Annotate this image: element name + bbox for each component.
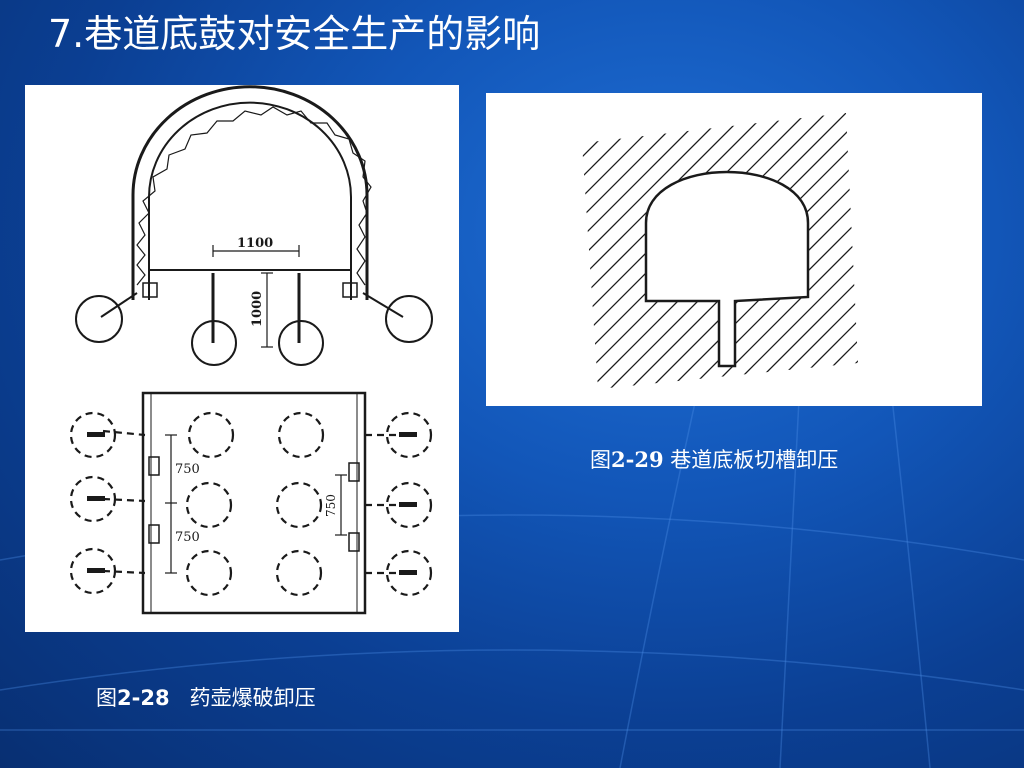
dim-label-width: 1100 — [237, 236, 273, 251]
figure-2-29-floor-slot — [486, 93, 982, 406]
caption-number: 2-29 — [611, 447, 664, 472]
dim-label-spacing-1: 750 — [175, 462, 200, 477]
dim-label-spacing-2: 750 — [175, 530, 200, 545]
figure-2-29-caption: 图2-29 巷道底板切槽卸压 — [590, 444, 838, 474]
dim-label-depth: 1000 — [250, 291, 265, 327]
slide-title: 7.巷道底鼓对安全生产的影响 — [48, 12, 541, 56]
floor-slot-diagram — [582, 113, 858, 389]
tunnel-with-floor-slot — [644, 170, 810, 368]
dim-label-spacing-3: 750 — [324, 494, 338, 517]
caption-number: 2-28 — [117, 686, 170, 710]
caption-text: 巷道底板切槽卸压 — [670, 448, 839, 472]
caption-prefix: 图 — [96, 686, 117, 710]
caption-text: 药壶爆破卸压 — [189, 686, 316, 710]
caption-prefix: 图 — [590, 448, 611, 472]
figure-2-28-caption: 图2-28 药壶爆破卸压 — [96, 682, 316, 712]
figure-2-28-pot-blasting: 1100 1000 750 750 750 — [25, 85, 459, 632]
pot-blasting-diagram: 1100 1000 750 750 750 — [69, 85, 433, 615]
